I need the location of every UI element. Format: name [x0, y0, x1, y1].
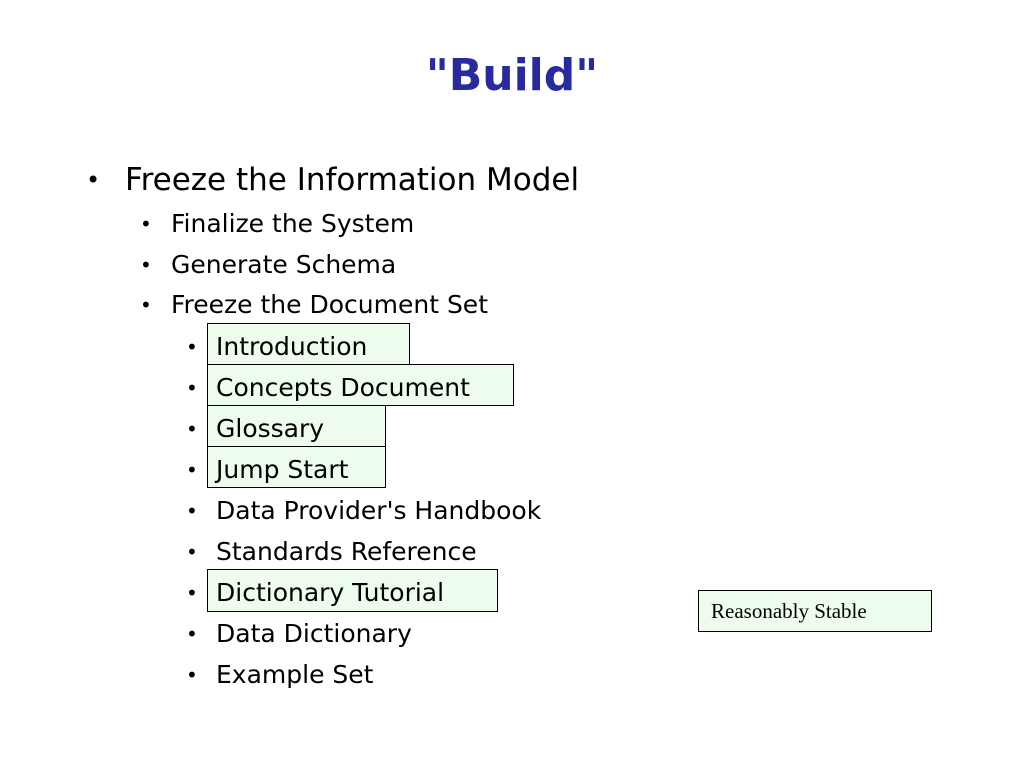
highlight-box-concepts-document	[207, 364, 514, 406]
bullet-icon: •	[186, 540, 198, 564]
bullet-icon: •	[186, 376, 198, 400]
doc-introduction: Introduction	[216, 332, 368, 361]
doc-standards-reference: Standards Reference	[216, 537, 477, 566]
bullet-icon: •	[140, 253, 152, 277]
callout-label: Reasonably Stable	[711, 599, 867, 623]
doc-glossary: Glossary	[216, 414, 325, 443]
bullet-icon: •	[186, 335, 198, 359]
bullet-icon: •	[186, 417, 198, 441]
bullet-freeze-information-model: Freeze the Information Model	[125, 162, 580, 198]
highlight-box-introduction	[207, 323, 410, 365]
doc-jump-start: Jump Start	[216, 455, 349, 484]
bullet-icon: •	[186, 458, 198, 482]
bullet-icon: •	[86, 166, 101, 194]
callout-box: Reasonably Stable	[698, 590, 932, 632]
bullet-icon: •	[186, 581, 198, 605]
doc-dictionary-tutorial: Dictionary Tutorial	[216, 578, 445, 607]
bullet-icon: •	[140, 212, 152, 236]
bullet-icon: •	[140, 293, 152, 317]
bullet-icon: •	[186, 663, 198, 687]
bullet-finalize-system: Finalize the System	[171, 209, 415, 238]
bullet-icon: •	[186, 622, 198, 646]
slide-title: "Build"	[425, 50, 599, 101]
highlight-box-jump-start	[207, 446, 386, 488]
bullet-generate-schema: Generate Schema	[171, 250, 397, 279]
highlight-box-dictionary-tutorial	[207, 569, 498, 612]
bullet-icon: •	[186, 499, 198, 523]
doc-data-dictionary: Data Dictionary	[216, 619, 412, 648]
bullet-freeze-document-set: Freeze the Document Set	[171, 290, 488, 319]
doc-data-providers-handbook: Data Provider's Handbook	[216, 496, 542, 525]
doc-concepts-document: Concepts Document	[216, 373, 470, 402]
doc-example-set: Example Set	[216, 660, 374, 689]
